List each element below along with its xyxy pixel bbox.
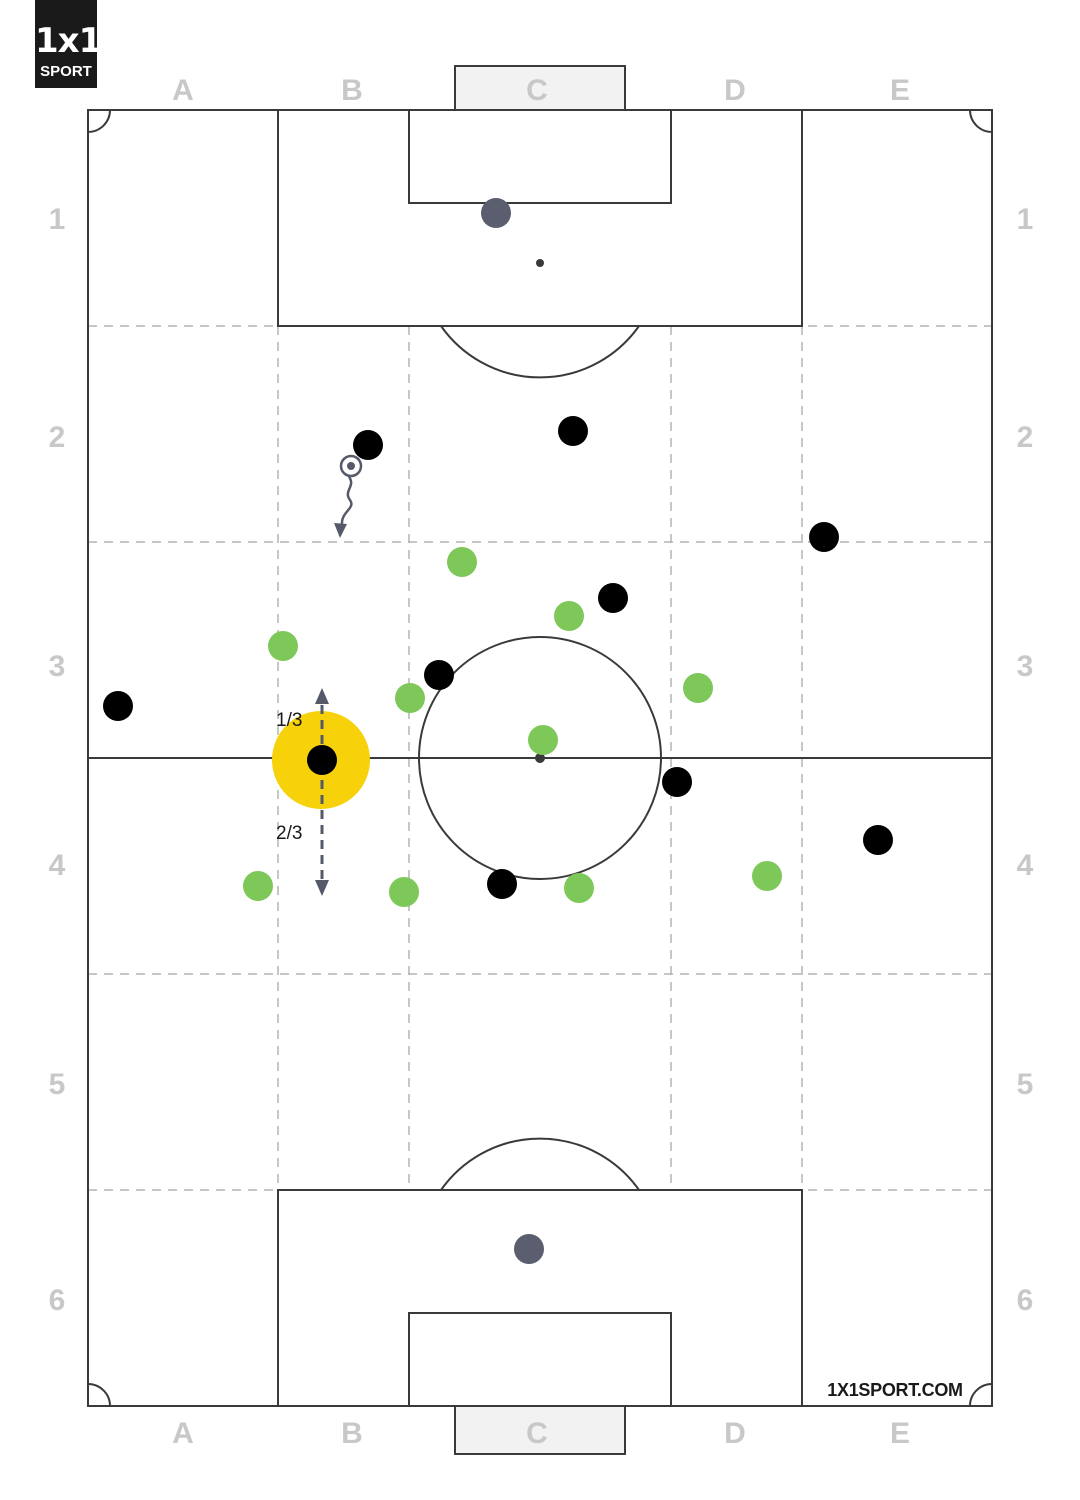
column-label-bottom-b: B [341,1417,363,1450]
green-player [395,683,425,713]
green-player [752,861,782,891]
row-label-left-1: 1 [49,203,66,236]
black-player [662,767,692,797]
row-label-right-1: 1 [1017,203,1034,236]
green-player [389,877,419,907]
green-player [683,673,713,703]
row-label-right-3: 3 [1017,650,1034,683]
row-label-left-6: 6 [49,1284,66,1317]
black-player [353,430,383,460]
pitch-markings [87,109,993,1407]
green-team [243,547,782,907]
column-label-top-a: A [172,74,194,107]
column-label-bottom-c: C [526,1417,548,1450]
green-player [447,547,477,577]
black-player [863,825,893,855]
goalkeeper-bottom [514,1234,544,1264]
top-goal [454,65,626,111]
black-player [598,583,628,613]
row-label-left-5: 5 [49,1068,66,1101]
row-label-left-3: 3 [49,650,66,683]
top-penalty-spot [536,259,544,267]
black-player [558,416,588,446]
row-label-right-2: 2 [1017,421,1034,454]
movement-arrow [315,688,329,896]
black-player [103,691,133,721]
row-labels: 1 2 3 4 5 6 1 2 3 4 5 6 [49,203,1034,1317]
column-label-top-c: C [526,74,548,107]
green-player [564,873,594,903]
green-player [268,631,298,661]
green-player [528,725,558,755]
goalkeeper-top [481,198,511,228]
logo-mark: 1x1 [35,21,102,61]
dribble-arrow [334,454,363,538]
row-label-right-4: 4 [1017,849,1034,882]
column-label-bottom-a: A [172,1417,194,1450]
row-label-right-6: 6 [1017,1284,1034,1317]
row-label-right-5: 5 [1017,1068,1034,1101]
upper-fraction-label: 1/3 [276,710,302,731]
column-label-top-d: D [724,74,746,107]
website-watermark: 1X1SPORT.COM [827,1380,963,1400]
black-team [103,416,893,899]
column-label-bottom-e: E [890,1417,910,1450]
column-labels: A B C D E A B C D E [172,74,910,1450]
column-label-top-b: B [341,74,363,107]
brand-logo: 1x1 SPORT [35,0,102,88]
black-player [424,660,454,690]
black-player [809,522,839,552]
column-label-top-e: E [890,74,910,107]
bottom-goal [454,1405,626,1455]
logo-wordmark: SPORT [40,63,92,80]
center-spot [535,753,545,763]
row-label-left-4: 4 [49,849,66,882]
black-player-highlighted [307,745,337,775]
black-player [487,869,517,899]
green-player [243,871,273,901]
lower-fraction-label: 2/3 [276,823,302,844]
green-player [554,601,584,631]
column-label-bottom-d: D [724,1417,746,1450]
row-label-left-2: 2 [49,421,66,454]
